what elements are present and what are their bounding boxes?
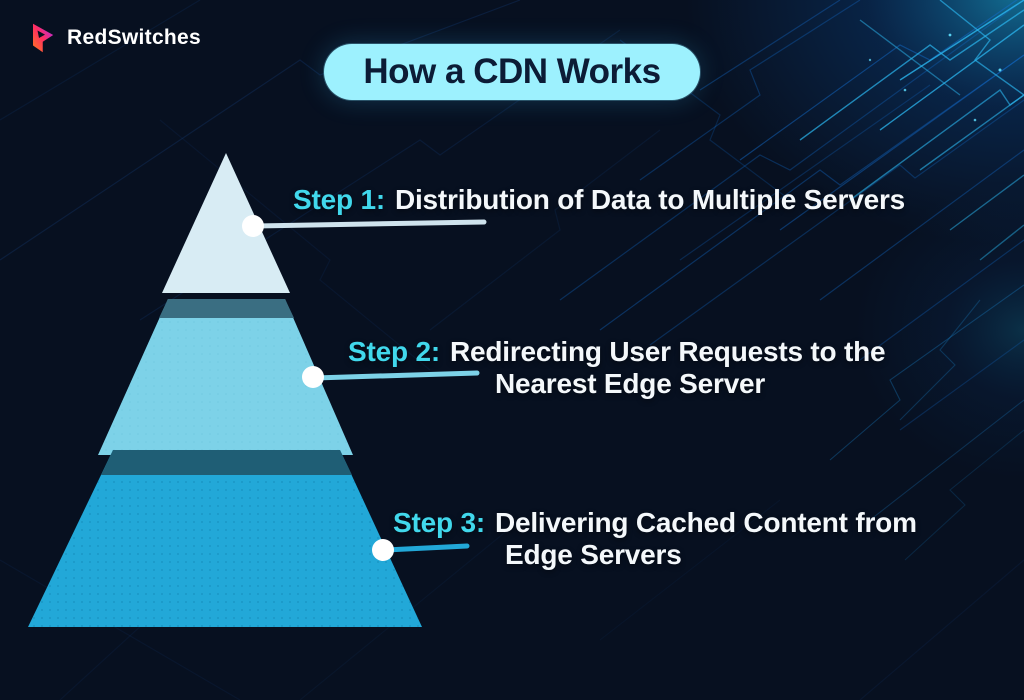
connector-line-3 (383, 543, 470, 553)
step-1-prefix: Step 1: (293, 184, 385, 215)
page-title: How a CDN Works (363, 52, 661, 91)
logo-text: RedSwitches (67, 26, 202, 49)
tier-2-top-shadow (159, 299, 294, 318)
connector-dot-3 (372, 539, 394, 561)
step-3-prefix: Step 3: (393, 507, 485, 538)
step-2-text-line-1: Redirecting User Requests to the (449, 336, 886, 367)
tier-3-top-shadow (101, 450, 352, 475)
tier-3-texture (28, 450, 422, 627)
step-2-prefix: Step 2: (348, 336, 440, 367)
step-2-label-line-1: Step 2: Redirecting User Requests to the (348, 336, 886, 368)
step-3-text-line-2: Edge Servers (505, 539, 682, 570)
tier-2-texture (98, 299, 353, 455)
step-3-label-line-1: Step 3: Delivering Cached Content from (393, 507, 917, 539)
redswitches-logo: RedSwitches (30, 22, 201, 54)
connector-line-2 (312, 370, 480, 381)
connector-line-1 (253, 219, 487, 229)
step-2-label-line-2: Nearest Edge Server (495, 368, 765, 400)
redswitches-arrow-icon (33, 23, 54, 53)
connector-dot-2 (302, 366, 324, 388)
pyramid-tier-1 (162, 153, 290, 293)
step-3-text-line-1: Delivering Cached Content from (494, 507, 917, 538)
step-3-label-line-2: Edge Servers (505, 539, 682, 571)
step-1-label: Step 1: Distribution of Data to Multiple … (293, 184, 905, 216)
step-2-text-line-2: Nearest Edge Server (495, 368, 766, 399)
connector-dot-1 (242, 215, 264, 237)
title-badge: How a CDN Works (324, 44, 700, 100)
step-1-text: Distribution of Data to Multiple Servers (394, 184, 906, 215)
